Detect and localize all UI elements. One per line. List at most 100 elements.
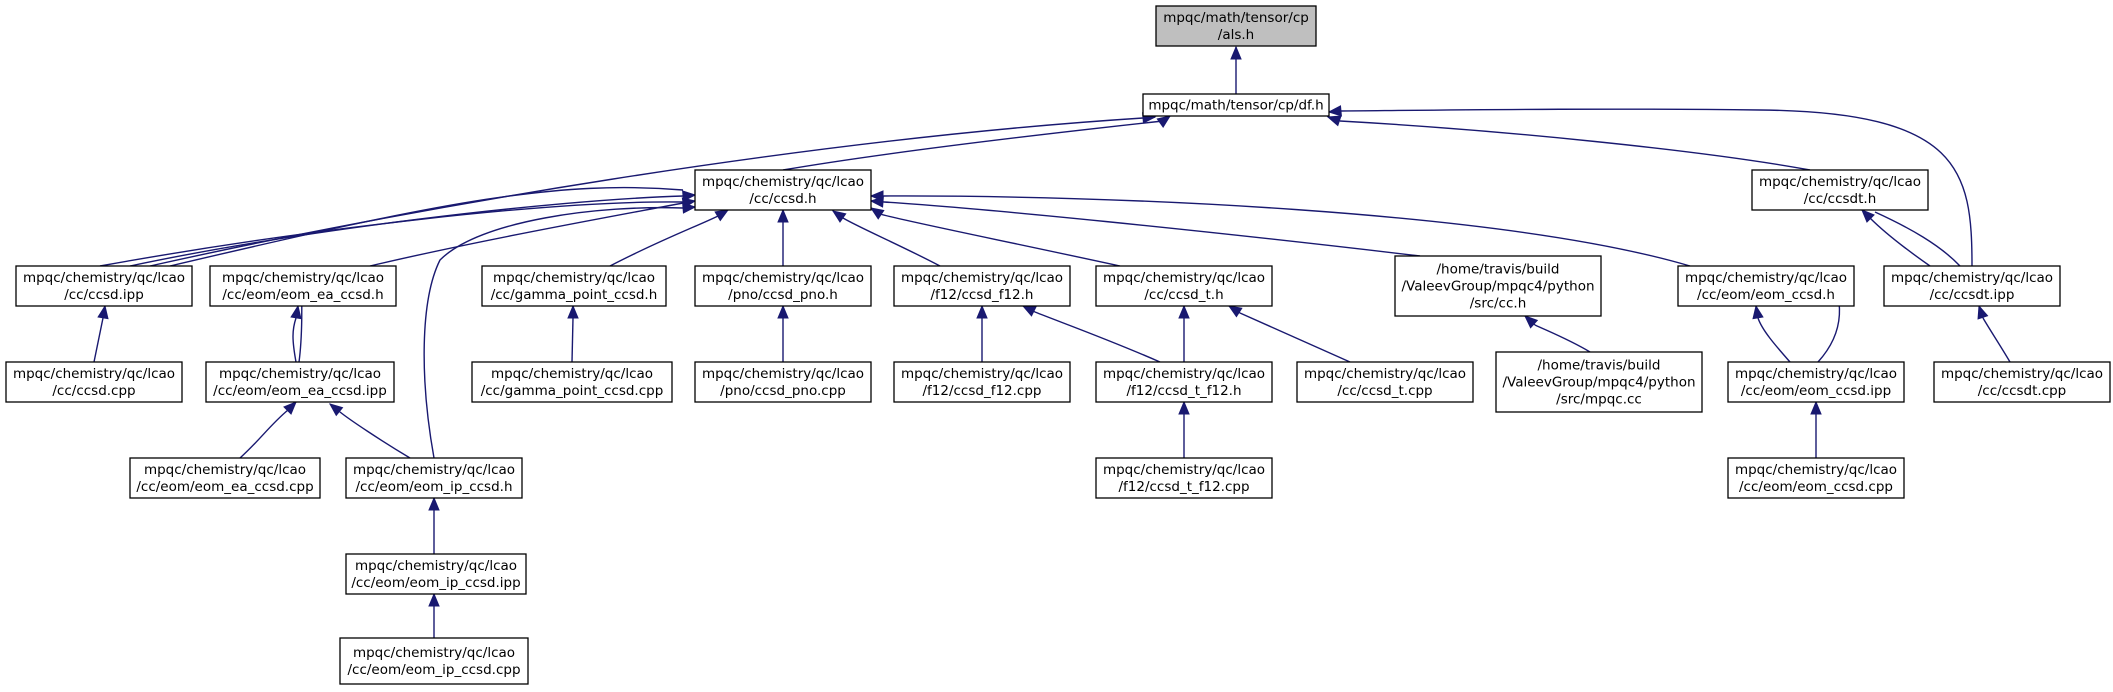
node-eom-ip-ccsd-ipp[interactable]: mpqc/chemistry/qc/lcao/cc/eom/eom_ip_ccs… — [345, 553, 527, 595]
arrowhead — [777, 304, 789, 319]
node-label-line: /f12/ccsd_t_f12.cpp — [1118, 479, 1249, 495]
edge-line — [571, 317, 574, 363]
node-eom-ea-ccsd-ipp[interactable]: mpqc/chemistry/qc/lcao/cc/eom/eom_ea_ccs… — [205, 361, 395, 403]
node-box — [339, 637, 529, 685]
node-label-line: /cc/eom/eom_ea_ccsd.h — [222, 287, 383, 303]
node-df-h[interactable]: mpqc/math/tensor/cp/df.h — [1142, 93, 1330, 117]
node-label-line: mpqc/chemistry/qc/lcao — [702, 270, 864, 286]
node-label-line: mpqc/chemistry/qc/lcao — [222, 270, 384, 286]
node-label-line: /cc/ccsdt.ipp — [1930, 287, 2015, 303]
node-label-line: mpqc/chemistry/qc/lcao — [1941, 366, 2103, 382]
arrowhead — [777, 208, 789, 223]
edge-ccsd_t_f12_cpp-to-ccsd_t_f12_h — [1178, 400, 1190, 458]
node-ccsd-t-f12-h[interactable]: mpqc/chemistry/qc/lcao/f12/ccsd_t_f12.h — [1095, 361, 1273, 403]
edge-line — [1339, 120, 1811, 171]
edge-ccsdt_ipp-to-df_h — [1327, 105, 1973, 267]
arrowhead — [283, 401, 297, 415]
node-ccsd-f12-cpp[interactable]: mpqc/chemistry/qc/lcao/f12/ccsd_f12.cpp — [893, 361, 1071, 403]
node-label-line: /pno/ccsd_pno.h — [728, 287, 838, 303]
node-ccsd-cpp[interactable]: mpqc/chemistry/qc/lcao/cc/ccsd.cpp — [5, 361, 183, 403]
edge-eom_ea_ccsd_ipp-to-eom_ea_ccsd_h — [290, 304, 302, 363]
node-label-line: mpqc/chemistry/qc/lcao — [491, 366, 653, 382]
node-label-line: /cc/ccsdt.h — [1804, 191, 1877, 207]
node-box — [694, 265, 872, 307]
node-label-line: mpqc/chemistry/qc/lcao — [353, 645, 515, 661]
edge-line — [1982, 317, 2011, 363]
node-ccsd-f12-h[interactable]: mpqc/chemistry/qc/lcao/f12/ccsd_f12.h — [893, 265, 1071, 307]
node-gamma-point-ccsd-h[interactable]: mpqc/chemistry/qc/lcao/cc/gamma_point_cc… — [481, 265, 667, 307]
node-ccsd-t-f12-cpp[interactable]: mpqc/chemistry/qc/lcao/f12/ccsd_t_f12.cp… — [1095, 457, 1273, 499]
arrowhead — [1861, 209, 1875, 223]
node-label-line: /pno/ccsd_pno.cpp — [720, 383, 846, 399]
node-label-line: /f12/ccsd_f12.cpp — [922, 383, 1041, 399]
node-label-line: /cc/gamma_point_ccsd.cpp — [481, 383, 664, 399]
node-label-line: /cc/ccsd_t.h — [1144, 287, 1223, 303]
arrowhead — [1326, 115, 1342, 127]
edge-eom_ip_ccsd_h-to-eom_ea_ccsd_ipp — [328, 403, 411, 459]
node-eom-ip-ccsd-h[interactable]: mpqc/chemistry/qc/lcao/cc/eom/eom_ip_ccs… — [345, 457, 523, 499]
node-cc-h[interactable]: /home/travis/build/ValeevGroup/mpqc4/pyt… — [1394, 255, 1602, 317]
node-ccsd-ipp[interactable]: mpqc/chemistry/qc/lcao/cc/ccsd.ipp — [15, 265, 193, 307]
node-box — [15, 265, 193, 307]
node-ccsd-h[interactable]: mpqc/chemistry/qc/lcao/cc/ccsd.h — [694, 169, 872, 211]
node-gamma-point-ccsd-cpp[interactable]: mpqc/chemistry/qc/lcao/cc/gamma_point_cc… — [471, 361, 673, 403]
arrowhead — [1524, 315, 1539, 329]
edge-line — [879, 213, 1121, 267]
edge-eom_ea_ccsd_cpp-to-eom_ea_ccsd_ipp — [239, 401, 297, 459]
edge-ccsd_ipp-to-ccsd_h — [129, 190, 697, 267]
node-ccsdt-ipp[interactable]: mpqc/chemistry/qc/lcao/cc/ccsdt.ipp — [1883, 265, 2061, 307]
node-label-line: /cc/ccsdt.cpp — [1978, 383, 2067, 399]
node-box — [345, 457, 523, 499]
edge-gamma_point_ccsd_h-to-ccsd_h — [609, 209, 730, 267]
node-label-line: mpqc/chemistry/qc/lcao — [353, 462, 515, 478]
arrowhead — [976, 304, 988, 319]
node-box — [205, 361, 395, 403]
node-eom-ccsd-cpp[interactable]: mpqc/chemistry/qc/lcao/cc/eom/eom_ccsd.c… — [1727, 457, 1905, 499]
node-als-h[interactable]: mpqc/math/tensor/cp/als.h — [1155, 5, 1317, 47]
node-label-line: mpqc/math/tensor/cp/df.h — [1148, 98, 1323, 114]
edge-ccsd_pno_cpp-to-ccsd_pno_h — [777, 304, 789, 362]
node-box — [345, 553, 527, 595]
node-ccsd-pno-h[interactable]: mpqc/chemistry/qc/lcao/pno/ccsd_pno.h — [694, 265, 872, 307]
node-ccsd-pno-cpp[interactable]: mpqc/chemistry/qc/lcao/pno/ccsd_pno.cpp — [694, 361, 872, 403]
arrowhead — [831, 210, 847, 223]
node-label-line: /cc/eom/eom_ea_ccsd.cpp — [136, 479, 313, 495]
node-eom-ccsd-ipp[interactable]: mpqc/chemistry/qc/lcao/cc/eom/eom_ccsd.i… — [1727, 361, 1905, 403]
node-eom-ip-ccsd-cpp[interactable]: mpqc/chemistry/qc/lcao/cc/eom/eom_ip_ccs… — [339, 637, 529, 685]
node-mpqc-cc[interactable]: /home/travis/build/ValeevGroup/mpqc4/pyt… — [1495, 351, 1703, 413]
node-label-line: /cc/eom/eom_ccsd.h — [1697, 287, 1835, 303]
node-label-line: mpqc/chemistry/qc/lcao — [1304, 366, 1466, 382]
arrowhead — [714, 209, 730, 222]
edge-df_h-to-als_h — [1230, 45, 1242, 94]
node-eom-ea-ccsd-h[interactable]: mpqc/chemistry/qc/lcao/cc/eom/eom_ea_ccs… — [209, 265, 397, 307]
node-eom-ea-ccsd-cpp[interactable]: mpqc/chemistry/qc/lcao/cc/eom/eom_ea_ccs… — [129, 457, 321, 499]
arrowhead — [1178, 304, 1190, 319]
node-label-line: mpqc/chemistry/qc/lcao — [901, 366, 1063, 382]
node-label-line: mpqc/chemistry/qc/lcao — [1735, 366, 1897, 382]
edge-eom_ccsd_h-to-ccsd_h — [869, 190, 1691, 267]
edge-line — [239, 409, 289, 459]
edge-line — [609, 215, 719, 267]
edge-line — [883, 195, 1691, 267]
arrowhead — [869, 190, 884, 202]
edge-mpqc_cc-to-cc_h — [1524, 315, 1591, 353]
node-eom-ccsd-h[interactable]: mpqc/chemistry/qc/lcao/cc/eom/eom_ccsd.h — [1677, 265, 1855, 307]
node-ccsdt-h[interactable]: mpqc/chemistry/qc/lcao/cc/ccsdt.h — [1751, 169, 1929, 211]
edge-eom_ccsd_cpp-to-eom_ccsd_ipp — [1810, 400, 1822, 458]
node-box — [694, 361, 872, 403]
edge-line — [339, 411, 411, 459]
node-ccsdt-cpp[interactable]: mpqc/chemistry/qc/lcao/cc/ccsdt.cpp — [1933, 361, 2111, 403]
edge-eom_ip_ccsd_h-to-ccsd_h — [423, 202, 697, 459]
node-label-line: /als.h — [1218, 27, 1254, 43]
edge-ccsd_ipp-to-df_h — [149, 112, 1157, 267]
edge-ccsd_t_f12_h-to-ccsd_t_h — [1178, 304, 1190, 362]
edge-eom_ccsd_ipp-to-eom_ccsd_h — [1752, 304, 1791, 363]
arrowhead — [290, 304, 302, 320]
arrowhead — [1230, 45, 1242, 60]
node-box — [893, 265, 1071, 307]
node-label-line: mpqc/chemistry/qc/lcao — [1685, 270, 1847, 286]
node-ccsd-t-h[interactable]: mpqc/chemistry/qc/lcao/cc/ccsd_t.h — [1095, 265, 1273, 307]
node-box — [1727, 457, 1905, 499]
node-label-line: /cc/eom/eom_ccsd.cpp — [1739, 479, 1893, 495]
node-ccsd-t-cpp[interactable]: mpqc/chemistry/qc/lcao/cc/ccsd_t.cpp — [1296, 361, 1474, 403]
